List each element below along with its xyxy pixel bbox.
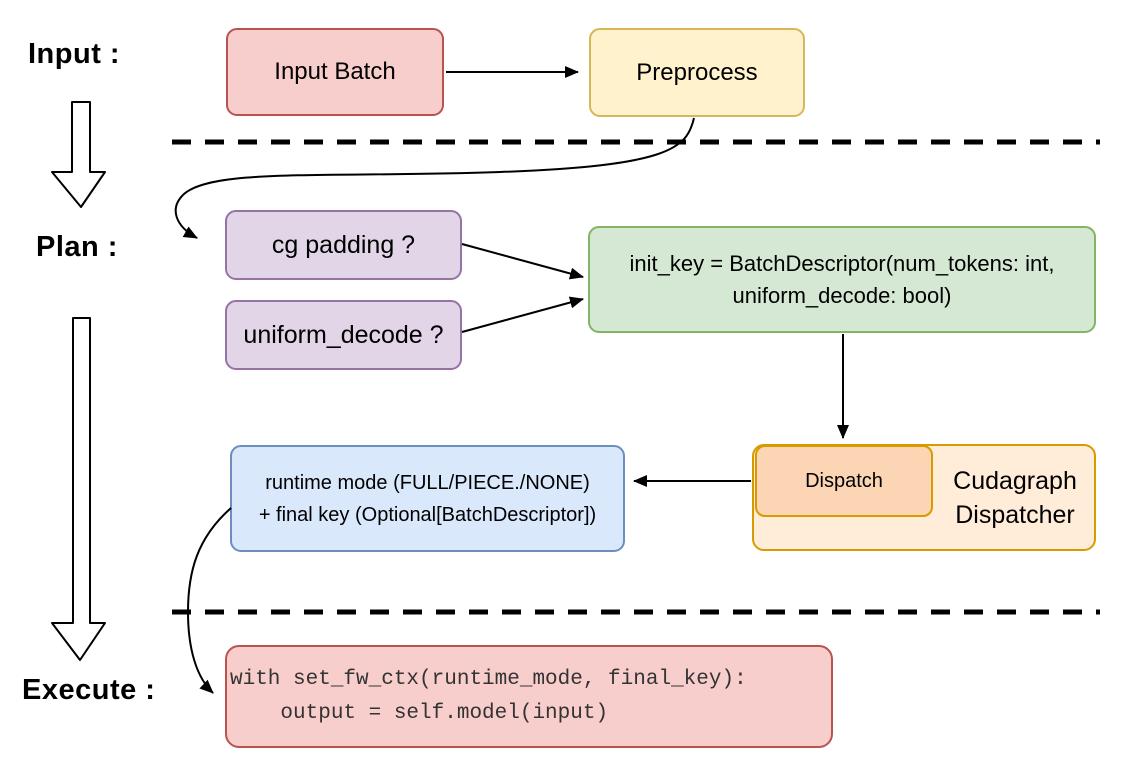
node-dispatch-label: Dispatch — [805, 469, 883, 492]
node-input-batch: Input Batch — [226, 28, 444, 116]
node-dispatch: Dispatch — [755, 445, 933, 517]
node-preprocess: Preprocess — [589, 28, 805, 117]
node-uniform-decode: uniform_decode ? — [225, 300, 462, 370]
node-init-key: init_key = BatchDescriptor(num_tokens: i… — [588, 226, 1096, 333]
node-cudagraph-dispatcher-label: Cudagraph Dispatcher — [953, 466, 1077, 529]
block-arrow-plan-to-execute — [51, 317, 106, 661]
node-input-batch-label: Input Batch — [274, 58, 396, 85]
node-cg-padding: cg padding ? — [225, 210, 462, 280]
node-runtime-result: runtime mode (FULL/PIECE./NONE) + final … — [230, 445, 625, 552]
arrow-uniform-decode-to-init-key — [461, 296, 584, 333]
section-label-input: Input : — [28, 38, 121, 70]
node-runtime-result-text: runtime mode (FULL/PIECE./NONE) + final … — [259, 467, 596, 531]
node-preprocess-label: Preprocess — [636, 58, 758, 86]
node-init-key-text: init_key = BatchDescriptor(num_tokens: i… — [630, 248, 1055, 312]
node-execute-code-text: with set_fw_ctx(runtime_mode, final_key)… — [230, 663, 747, 731]
node-runtime-result-line2: + final key (Optional[BatchDescriptor]) — [258, 503, 597, 526]
section-label-plan: Plan : — [36, 231, 118, 263]
node-execute-code-line2: output = self.model(input) — [230, 701, 609, 725]
arrow-cg-padding-to-init-key — [461, 243, 584, 280]
node-init-key-line2: uniform_decode: bool) — [732, 282, 952, 308]
node-execute-code-line1: with set_fw_ctx(runtime_mode, final_key)… — [230, 667, 747, 691]
section-label-execute: Execute : — [22, 674, 156, 706]
node-runtime-result-line1: runtime mode (FULL/PIECE./NONE) — [265, 471, 590, 494]
node-uniform-decode-label: uniform_decode ? — [243, 320, 444, 349]
node-cg-padding-label: cg padding ? — [271, 230, 416, 259]
block-arrow-input-to-plan — [51, 101, 106, 208]
node-init-key-line1: init_key = BatchDescriptor(num_tokens: i… — [629, 250, 1055, 276]
node-execute-code: with set_fw_ctx(runtime_mode, final_key)… — [225, 645, 833, 748]
